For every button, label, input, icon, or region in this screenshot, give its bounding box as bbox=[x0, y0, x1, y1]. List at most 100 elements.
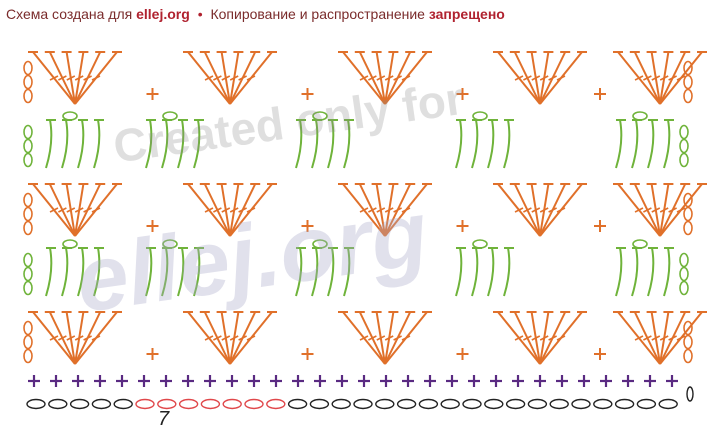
chain-stitch bbox=[244, 398, 264, 410]
side-chain bbox=[683, 88, 693, 104]
treble-stitch-bar bbox=[556, 207, 566, 213]
cluster-stitch bbox=[327, 247, 335, 297]
treble-stitch-bar bbox=[643, 207, 652, 213]
chain-stitch bbox=[440, 398, 460, 410]
cluster-chain bbox=[472, 239, 488, 249]
cluster-chain bbox=[632, 239, 648, 249]
treble-stitch-bar bbox=[401, 207, 411, 213]
treble-stitch-bar bbox=[556, 75, 566, 81]
side-chain bbox=[23, 266, 33, 282]
treble-stitch-bar bbox=[83, 335, 92, 341]
cluster-chain bbox=[62, 111, 78, 121]
cluster-stitch bbox=[295, 119, 303, 169]
treble-stitch-bar bbox=[246, 335, 256, 341]
chain-stitch bbox=[636, 398, 657, 410]
treble-stitch-bar bbox=[368, 335, 377, 341]
treble-stitch-bar bbox=[523, 335, 532, 341]
treble-stitch-bar bbox=[58, 335, 67, 341]
treble-stitch-bar bbox=[376, 335, 386, 341]
chain-stitch bbox=[484, 398, 504, 410]
chain-stitch bbox=[48, 398, 68, 410]
side-chain bbox=[23, 348, 33, 364]
cluster-stitch bbox=[61, 119, 69, 169]
cluster-stitch bbox=[161, 119, 169, 169]
side-chain bbox=[23, 88, 33, 104]
treble-stitch-bar bbox=[676, 335, 686, 341]
side-chain bbox=[683, 60, 693, 76]
chain-stitch bbox=[396, 398, 417, 410]
treble-stitch-bar bbox=[376, 75, 386, 81]
treble-stitch-bar bbox=[83, 75, 92, 81]
chain-stitch bbox=[309, 398, 330, 410]
treble-stitch-bar bbox=[91, 335, 101, 341]
turning-chain bbox=[686, 386, 694, 402]
treble-stitch-bar bbox=[229, 207, 239, 213]
treble-stitch-bar bbox=[531, 335, 541, 341]
side-chain bbox=[683, 74, 693, 90]
treble-stitch-bar bbox=[66, 335, 76, 341]
cluster-stitch bbox=[455, 247, 463, 297]
cluster-chain bbox=[62, 239, 78, 249]
header-bullet: • bbox=[197, 6, 203, 22]
cluster-stitch bbox=[145, 119, 153, 169]
cluster-stitch bbox=[631, 247, 639, 297]
cluster-stitch bbox=[503, 247, 511, 297]
cluster-stitch bbox=[311, 119, 319, 169]
chain-stitch bbox=[462, 398, 482, 410]
treble-stitch-bar bbox=[401, 335, 411, 341]
side-chain bbox=[23, 320, 33, 336]
treble-stitch-bar bbox=[668, 335, 677, 341]
treble-stitch-bar bbox=[204, 335, 214, 341]
chain-stitch bbox=[418, 398, 439, 410]
treble-stitch-bar bbox=[514, 207, 524, 213]
cluster-stitch bbox=[663, 119, 671, 169]
side-chain bbox=[23, 74, 33, 90]
chain-stitch bbox=[593, 398, 613, 410]
treble-stitch-bar bbox=[514, 75, 524, 81]
treble-stitch-bar bbox=[668, 75, 677, 81]
side-chain bbox=[23, 192, 33, 208]
treble-stitch-bar bbox=[58, 75, 67, 81]
cluster-stitch bbox=[193, 119, 201, 169]
cluster-stitch bbox=[471, 247, 479, 297]
cluster-stitch bbox=[161, 247, 169, 297]
chain-stitch bbox=[200, 398, 221, 410]
cluster-stitch bbox=[647, 247, 655, 297]
side-chain bbox=[679, 266, 689, 282]
treble-stitch-bar bbox=[643, 75, 652, 81]
side-chain bbox=[683, 220, 693, 236]
cluster-chain bbox=[312, 111, 328, 121]
chart-header: Схема создана для ellej.org • Копировани… bbox=[6, 6, 505, 22]
cluster-stitch bbox=[77, 119, 85, 169]
treble-stitch-bar bbox=[634, 207, 644, 213]
treble-stitch-bar bbox=[651, 207, 661, 213]
treble-stitch-bar bbox=[204, 75, 214, 81]
side-chain bbox=[23, 152, 33, 168]
treble-stitch-bar bbox=[368, 207, 377, 213]
header-site: ellej.org bbox=[136, 6, 190, 22]
side-chain bbox=[23, 252, 33, 268]
treble-stitch-bar bbox=[634, 75, 644, 81]
cluster-stitch bbox=[343, 119, 351, 169]
chain-stitch bbox=[614, 398, 635, 410]
cluster-stitch bbox=[647, 119, 655, 169]
treble-stitch-bar bbox=[49, 207, 59, 213]
chain-stitch bbox=[658, 398, 678, 410]
treble-stitch-bar bbox=[539, 335, 549, 341]
treble-stitch-bar bbox=[384, 335, 394, 341]
chain-stitch bbox=[527, 398, 548, 410]
treble-stitch-bar bbox=[651, 75, 661, 81]
cluster-stitch bbox=[77, 247, 85, 297]
chain-stitch bbox=[266, 398, 286, 410]
treble-stitch-bar bbox=[359, 75, 369, 81]
cluster-stitch bbox=[177, 247, 185, 297]
treble-stitch-bar bbox=[651, 335, 661, 341]
cluster-stitch bbox=[343, 247, 351, 297]
cluster-stitch bbox=[455, 119, 463, 169]
cluster-stitch bbox=[311, 247, 319, 297]
side-chain bbox=[679, 252, 689, 268]
treble-stitch-bar bbox=[359, 207, 369, 213]
treble-stitch-bar bbox=[359, 335, 369, 341]
treble-stitch-bar bbox=[221, 75, 231, 81]
